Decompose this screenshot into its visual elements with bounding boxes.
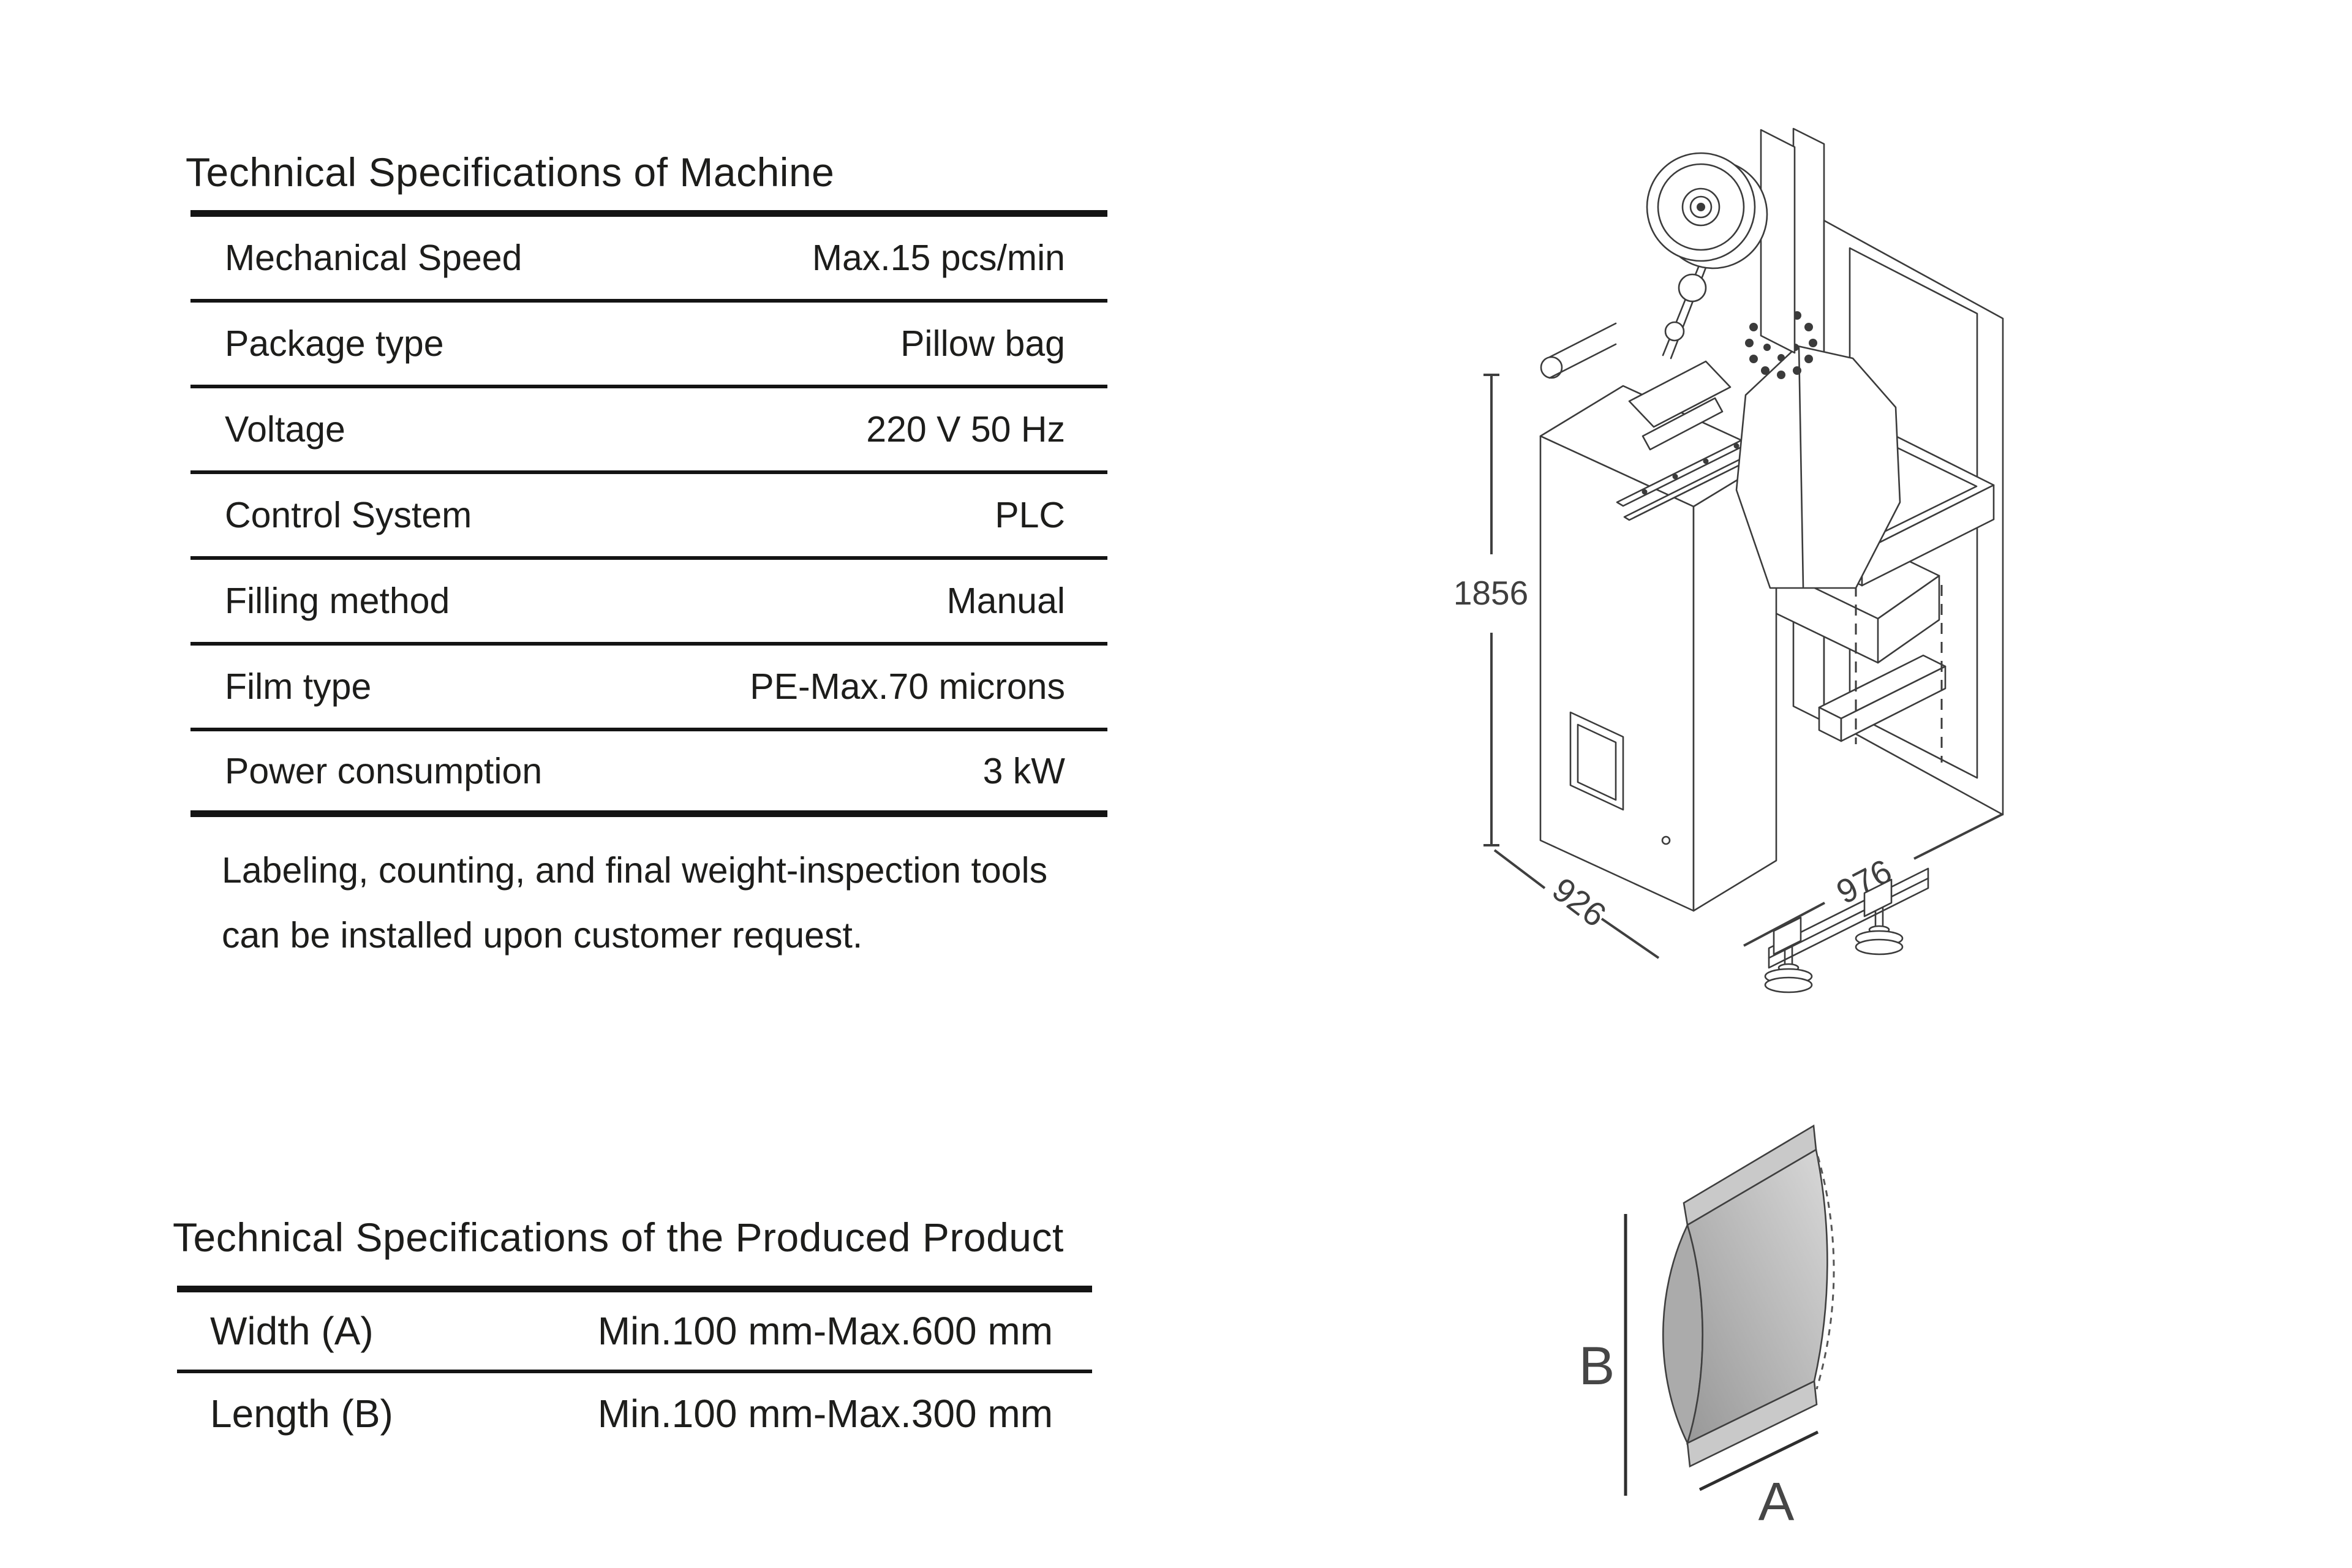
spec-label: Power consumption — [225, 750, 543, 791]
roll-mast — [1760, 129, 1796, 354]
spec-value: Pillow bag — [900, 323, 1065, 364]
film-roll-icon — [1646, 152, 1768, 270]
touchscreen — [1569, 711, 1624, 811]
options-note: Labeling, counting, and final weight-ins… — [222, 838, 1047, 968]
spec-label: Filling method — [225, 581, 450, 621]
spec-value: Min.100 mm-Max.300 mm — [597, 1392, 1053, 1436]
bag-width-dimension: A — [1698, 1430, 1819, 1532]
spec-value: Manual — [946, 581, 1065, 621]
spec-value: Min.100 mm-Max.600 mm — [597, 1309, 1053, 1353]
note-line-1: Labeling, counting, and final weight-ins… — [222, 850, 1048, 891]
shelf — [1818, 654, 1947, 742]
applicator-assembly — [1628, 360, 1732, 451]
bag-length-label: B — [1579, 1335, 1615, 1396]
spec-label: Package type — [225, 323, 444, 364]
spec-value: 220 V 50 Hz — [866, 409, 1065, 450]
bag-front-face — [1686, 1148, 1828, 1445]
spec-value: PE-Max.70 microns — [750, 666, 1065, 707]
pillow-bag-illustration: B A — [1579, 1124, 1835, 1532]
leveling-foot — [1764, 916, 1813, 993]
spec-value: 3 kW — [982, 750, 1065, 791]
spec-label: Width (A) — [210, 1309, 374, 1353]
table-row: Voltage 220 V 50 Hz — [190, 388, 1107, 474]
power-button-dot — [1661, 835, 1671, 845]
spec-label: Film type — [225, 666, 372, 707]
roller-icon — [1678, 273, 1707, 303]
table-row: Film type PE-Max.70 microns — [190, 646, 1107, 731]
bag-back-edge-dashed — [1815, 1156, 1835, 1390]
machine-spec-title: Technical Specifications of Machine — [186, 149, 835, 195]
bag-width-label: A — [1758, 1471, 1795, 1532]
spec-label: Voltage — [225, 409, 345, 450]
table-row: Width (A) Min.100 mm-Max.600 mm — [177, 1292, 1092, 1373]
spec-label: Length (B) — [210, 1392, 393, 1436]
height-dimension: 1856 — [1453, 374, 1528, 846]
machine-spec-table: Mechanical Speed Max.15 pcs/min Package … — [190, 210, 1107, 817]
table-row: Package type Pillow bag — [190, 303, 1107, 388]
table-row: Control System PLC — [190, 474, 1107, 560]
film-path-dashed-lines — [1855, 567, 1943, 763]
table-row: Filling method Manual — [190, 560, 1107, 646]
guide-roller-tube — [1540, 322, 1617, 379]
note-line-2: can be installed upon customer request. — [222, 915, 863, 956]
film-web-lines — [1662, 258, 1710, 360]
roller-icon — [1664, 321, 1685, 342]
product-spec-table: Width (A) Min.100 mm-Max.600 mm Length (… — [177, 1286, 1092, 1454]
height-dimension-label: 1856 — [1453, 574, 1528, 612]
spec-value: Max.15 pcs/min — [812, 238, 1065, 278]
product-spec-title: Technical Specifications of the Produced… — [173, 1215, 1064, 1260]
pillow-bag-icon — [1662, 1124, 1835, 1468]
spec-value: PLC — [995, 495, 1065, 535]
depth-dimension-label: 926 — [1545, 870, 1613, 934]
table-row: Length (B) Min.100 mm-Max.300 mm — [177, 1373, 1092, 1454]
bag-length-dimension: B — [1579, 1214, 1627, 1496]
spec-label: Mechanical Speed — [225, 238, 522, 278]
leveling-foot — [1855, 878, 1904, 956]
table-row: Power consumption 3 kW — [190, 731, 1107, 817]
table-row: Mechanical Speed Max.15 pcs/min — [190, 217, 1107, 303]
machine-technical-drawing: 1856 926 976 — [1453, 127, 2004, 993]
spec-label: Control System — [225, 495, 472, 535]
